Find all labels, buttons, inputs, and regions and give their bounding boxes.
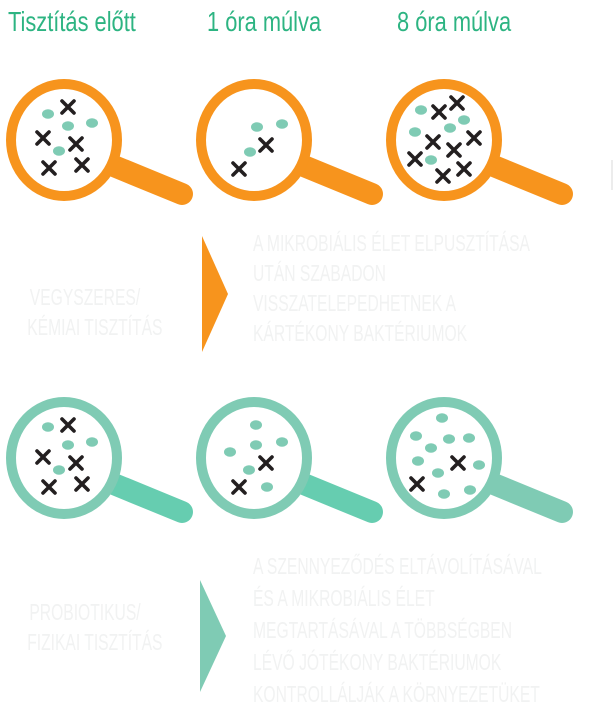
result-line: A SZENNYEZŐDÉS ELTÁVOLÍTÁSÁVAL	[253, 553, 542, 579]
bad-bacteria-x-icon	[231, 161, 247, 177]
bad-bacteria-x-icon	[466, 130, 482, 146]
bad-bacteria-x-icon	[41, 160, 57, 176]
good-bacteria-dot	[410, 431, 422, 441]
good-bacteria-dot	[261, 482, 273, 492]
good-bacteria-dot	[250, 420, 262, 430]
green-arrow-icon	[200, 580, 226, 692]
good-bacteria-dot	[276, 119, 288, 129]
good-bacteria-dot	[244, 147, 256, 157]
bad-bacteria-x-icon	[68, 136, 84, 152]
bad-bacteria-x-icon	[456, 161, 472, 177]
method-line: FIZIKAI TISZTÍTÁS	[27, 629, 163, 655]
good-bacteria-dot	[251, 122, 263, 132]
good-bacteria-dot	[42, 109, 54, 119]
bad-bacteria-x-icon	[231, 479, 247, 495]
good-bacteria-dot	[425, 155, 437, 165]
result-line: VISSZATELEPEDHETNEK A	[253, 290, 457, 316]
bad-bacteria-x-icon	[409, 476, 425, 492]
before-probiotic-magnifier-handle	[93, 469, 193, 523]
bad-bacteria-x-icon	[425, 134, 441, 150]
bad-bacteria-x-icon	[446, 142, 462, 158]
good-bacteria-dot	[62, 121, 74, 131]
bad-bacteria-x-icon	[450, 455, 466, 471]
good-bacteria-dot	[432, 468, 444, 478]
bad-bacteria-x-icon	[407, 151, 423, 167]
chemical-1h-magnifier-lens	[196, 79, 312, 201]
bad-bacteria-x-icon	[431, 104, 447, 120]
chemical-8h-magnifier-handle	[473, 151, 573, 205]
method-line: PROBIOTIKUS/	[29, 599, 141, 625]
good-bacteria-dot	[86, 118, 98, 128]
good-bacteria-dot	[464, 485, 476, 495]
good-bacteria-dot	[53, 465, 65, 475]
good-bacteria-dot	[436, 413, 448, 423]
probiotic-1h-magnifier-lens	[196, 397, 312, 519]
good-bacteria-dot	[458, 115, 470, 125]
result-line: A MIKROBIÁLIS ÉLET ELPUSZTÍTÁSA	[253, 230, 530, 256]
bad-bacteria-x-icon	[41, 479, 57, 495]
result-line: KONTROLLÁLJÁK A KÖRNYEZETÜKET	[253, 681, 540, 707]
good-bacteria-dot	[86, 437, 98, 447]
good-bacteria-dot	[412, 456, 424, 466]
header-before-cleaning: Tisztítás előtt	[8, 6, 136, 37]
bad-bacteria-x-icon	[258, 455, 274, 471]
good-bacteria-dot	[473, 460, 485, 470]
good-bacteria-dot	[53, 146, 65, 156]
good-bacteria-dot	[42, 422, 54, 432]
bad-bacteria-x-icon	[449, 95, 465, 111]
before-chemical-magnifier-lens	[6, 79, 122, 201]
result-line: UTÁN SZABADON	[253, 260, 386, 286]
chemical-1h-magnifier-handle	[283, 151, 383, 205]
orange-arrow-icon	[202, 236, 228, 352]
good-bacteria-dot	[443, 434, 455, 444]
probiotic-8h-magnifier-handle	[473, 469, 573, 523]
chemical-result-text: A MIKROBIÁLIS ÉLET ELPUSZTÍTÁSA UTÁN SZA…	[253, 228, 530, 348]
result-line: LÉVŐ JÓTÉKONY BAKTÉRIUMOK	[253, 649, 502, 675]
good-bacteria-dot	[415, 105, 427, 115]
result-line: MEGTARTÁSÁVAL A TÖBBSÉGBEN	[253, 617, 513, 643]
good-bacteria-dot	[243, 465, 255, 475]
bad-bacteria-x-icon	[258, 137, 274, 153]
good-bacteria-dot	[409, 127, 421, 137]
before-probiotic-magnifier-lens	[6, 397, 122, 519]
good-bacteria-dot	[62, 440, 74, 450]
bad-bacteria-x-icon	[60, 99, 76, 115]
bad-bacteria-x-icon	[35, 130, 51, 146]
good-bacteria-dot	[250, 440, 262, 450]
good-bacteria-dot	[276, 437, 288, 447]
result-line: KÁRTÉKONY BAKTÉRIUMOK	[253, 320, 468, 346]
bad-bacteria-x-icon	[74, 476, 90, 492]
good-bacteria-dot	[425, 443, 437, 453]
bad-bacteria-x-icon	[35, 449, 51, 465]
result-line: ÉS A MIKROBIÁLIS ÉLET	[253, 585, 435, 611]
probiotic-result-text: A SZENNYEZŐDÉS ELTÁVOLÍTÁSÁVAL ÉS A MIKR…	[253, 550, 542, 710]
good-bacteria-dot	[438, 489, 450, 499]
bad-bacteria-x-icon	[60, 417, 76, 433]
chemical-method-label: VEGYSZERES/ KÉMIAI TISZTÍTÁS	[27, 282, 163, 342]
good-bacteria-dot	[463, 433, 475, 443]
bad-bacteria-x-icon	[74, 157, 90, 173]
header-after-8-hours: 8 óra múlva	[397, 6, 512, 37]
method-line: KÉMIAI TISZTÍTÁS	[27, 314, 163, 340]
header-after-1-hour: 1 óra múlva	[207, 6, 322, 37]
method-line: VEGYSZERES/	[29, 284, 141, 310]
good-bacteria-dot	[224, 447, 236, 457]
before-chemical-magnifier-handle	[93, 151, 193, 205]
probiotic-method-label: PROBIOTIKUS/ FIZIKAI TISZTÍTÁS	[27, 597, 163, 657]
probiotic-1h-magnifier-handle	[283, 469, 383, 523]
good-bacteria-dot	[444, 123, 456, 133]
bad-bacteria-x-icon	[68, 455, 84, 471]
bad-bacteria-x-icon	[435, 168, 451, 184]
